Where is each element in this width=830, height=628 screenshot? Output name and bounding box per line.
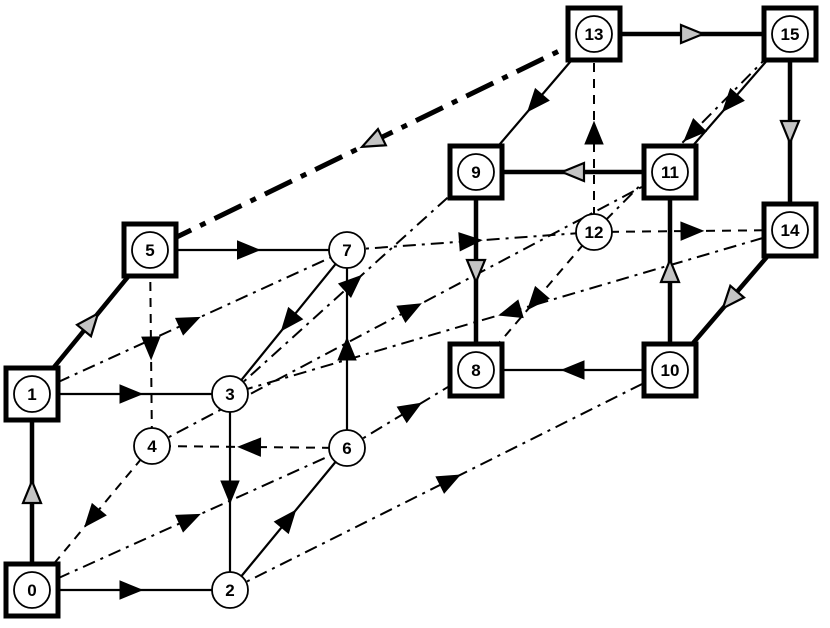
node-circle bbox=[131, 231, 169, 269]
node-label: 14 bbox=[781, 221, 800, 240]
node-circle bbox=[13, 375, 51, 413]
node-label: 11 bbox=[661, 163, 679, 182]
node-circle bbox=[575, 15, 613, 53]
arrow-12-to-8 bbox=[526, 285, 550, 311]
arrow-5-to-4 bbox=[141, 336, 161, 361]
arrow-15-to-11 bbox=[721, 87, 745, 113]
arrow-6-to-8 bbox=[396, 402, 423, 424]
arrow-14-to-10 bbox=[720, 283, 746, 311]
arrow-6-to-4 bbox=[237, 437, 262, 457]
node-label: 9 bbox=[471, 163, 480, 182]
arrow-13-to-9 bbox=[526, 87, 550, 113]
arrow-10-to-8 bbox=[560, 360, 585, 380]
arrow-1-to-3 bbox=[119, 384, 144, 404]
arrow-3-to-2 bbox=[220, 480, 240, 505]
node-label: 2 bbox=[225, 581, 234, 600]
node-10: 10 bbox=[641, 341, 699, 399]
node-label: 12 bbox=[585, 223, 604, 242]
node-4: 4 bbox=[133, 427, 171, 465]
node-circle bbox=[575, 213, 613, 251]
arrow-15-to-12 bbox=[683, 117, 708, 142]
node-7: 7 bbox=[328, 231, 366, 269]
arrow-9-to-8 bbox=[465, 258, 487, 285]
node-label: 8 bbox=[471, 361, 480, 380]
node-circle bbox=[651, 153, 689, 191]
arrow-4-to-0 bbox=[84, 502, 107, 528]
arrow-3-to-9 bbox=[337, 274, 363, 298]
node-5: 5 bbox=[121, 221, 179, 279]
node-circle bbox=[211, 571, 249, 609]
arrow-4-to-11 bbox=[396, 303, 422, 323]
node-circle bbox=[771, 211, 809, 249]
node-label: 5 bbox=[145, 241, 154, 260]
node-label: 0 bbox=[27, 581, 36, 600]
node-label: 13 bbox=[585, 25, 604, 44]
arrow-5-to-7 bbox=[237, 240, 261, 260]
node-9: 9 bbox=[447, 143, 505, 201]
arrow-13-to-5 bbox=[359, 127, 388, 149]
node-15: 15 bbox=[761, 5, 819, 63]
node-circle bbox=[211, 375, 249, 413]
node-14: 14 bbox=[761, 201, 819, 259]
arrow-2-to-10 bbox=[435, 474, 462, 494]
node-label: 10 bbox=[661, 361, 680, 380]
node-6: 6 bbox=[328, 429, 366, 467]
node-circle bbox=[771, 15, 809, 53]
arrow-2-to-6 bbox=[273, 509, 297, 535]
node-label: 3 bbox=[225, 385, 234, 404]
node-3: 3 bbox=[211, 375, 249, 413]
arrow-14-to-3 bbox=[498, 299, 524, 319]
node-circle bbox=[457, 351, 495, 389]
node-label: 4 bbox=[147, 437, 157, 456]
edge-15-to-12 bbox=[593, 33, 791, 233]
node-circle bbox=[651, 351, 689, 389]
node-circle bbox=[13, 571, 51, 609]
node-label: 6 bbox=[342, 439, 351, 458]
node-circle bbox=[328, 429, 366, 467]
arrow-12-to-14 bbox=[680, 221, 705, 241]
arrow-12-to-13 bbox=[584, 120, 604, 145]
node-1: 1 bbox=[3, 365, 61, 423]
arrow-11-to-9 bbox=[559, 161, 586, 183]
node-2: 2 bbox=[211, 571, 249, 609]
arrow-0-to-2 bbox=[119, 580, 144, 600]
arrow-6-to-7 bbox=[337, 336, 357, 361]
node-circle bbox=[328, 231, 366, 269]
arrow-1-to-5 bbox=[75, 311, 100, 339]
node-label: 1 bbox=[27, 385, 36, 404]
arrow-0-to-1 bbox=[21, 478, 43, 505]
arrow-15-to-14 bbox=[779, 119, 801, 146]
arrow-1-to-7 bbox=[174, 316, 201, 336]
arrow-13-to-15 bbox=[679, 23, 706, 45]
arrows-layer bbox=[21, 23, 801, 600]
node-circle bbox=[457, 153, 495, 191]
node-label: 7 bbox=[342, 241, 351, 260]
node-label: 15 bbox=[781, 25, 800, 44]
node-11: 11 bbox=[641, 143, 699, 201]
node-circle bbox=[133, 427, 171, 465]
node-13: 13 bbox=[565, 5, 623, 63]
arrow-0-to-6 bbox=[175, 513, 201, 533]
node-8: 8 bbox=[447, 341, 505, 399]
arrow-10-to-11 bbox=[659, 257, 681, 284]
node-12: 12 bbox=[575, 213, 613, 251]
arrow-7-to-3 bbox=[280, 306, 304, 332]
node-0: 0 bbox=[3, 561, 61, 619]
arrow-7-to-12 bbox=[458, 232, 483, 252]
